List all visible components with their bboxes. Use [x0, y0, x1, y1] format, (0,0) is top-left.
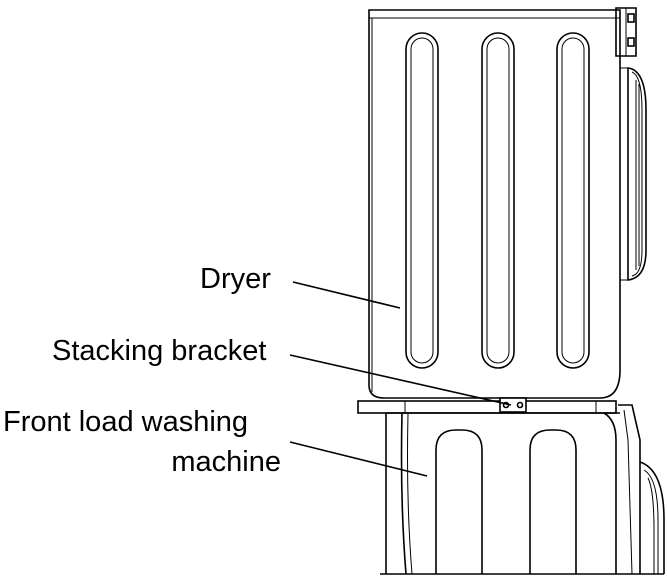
dryer-leader-line	[292, 281, 401, 309]
dryer-door	[620, 67, 647, 281]
dryer-control-panel	[615, 7, 637, 64]
stacking-bracket-label: Stacking bracket	[52, 335, 267, 367]
dryer-unit	[368, 7, 647, 399]
washer-label-line2: machine	[171, 446, 281, 478]
dryer-label: Dryer	[200, 263, 271, 295]
washer-unit	[380, 404, 665, 575]
washer-label-line1: Front load washing	[3, 406, 249, 438]
bracket-leader-line	[289, 354, 512, 406]
washer-leader-line	[289, 441, 428, 477]
dryer-side-ribs	[405, 32, 590, 369]
